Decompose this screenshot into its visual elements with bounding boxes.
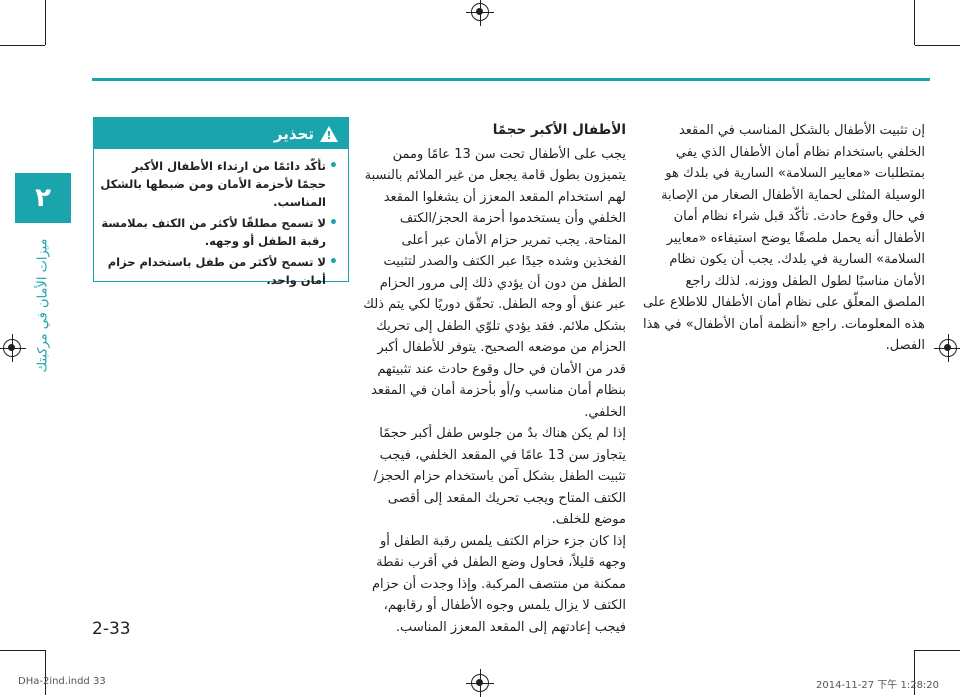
- footer-filename: DHa-2ind.indd 33: [18, 676, 106, 687]
- warning-item: لا تسمح لأكثر من طفل باستخدام حزام أمان …: [100, 253, 338, 289]
- warning-list: تأكّد دائمًا من ارتداء الأطفال الأكبر حج…: [94, 149, 348, 289]
- chapter-number: ٢: [35, 183, 51, 213]
- middle-column: الأطفال الأكبر حجمًا يجب على الأطفال تحت…: [361, 120, 626, 638]
- body-paragraph: إن تثبيت الأطفال بالشكل المناسب في المقع…: [642, 123, 925, 353]
- crop-mark: [914, 650, 915, 695]
- section-heading: الأطفال الأكبر حجمًا: [492, 122, 626, 138]
- crop-mark: [914, 0, 915, 45]
- warning-triangle-icon: !: [320, 125, 338, 142]
- crop-mark: [915, 650, 960, 651]
- crop-mark: [915, 45, 960, 46]
- crop-mark: [0, 45, 45, 46]
- warning-box: تحذير ! تأكّد دائمًا من ارتداء الأطفال ا…: [93, 117, 349, 287]
- crop-mark: [45, 0, 46, 45]
- warning-item: لا تسمح مطلقًا لأكثر من الكتف بملامسة رق…: [100, 214, 338, 250]
- crop-mark: [45, 650, 46, 695]
- right-column: إن تثبيت الأطفال بالشكل المناسب في المقع…: [640, 120, 925, 357]
- registration-mark-icon: [0, 334, 26, 362]
- registration-mark-icon: [466, 0, 494, 26]
- chapter-side-title-text: ميزات الأمان في مركبتك: [35, 238, 51, 372]
- registration-mark-icon: [466, 669, 494, 697]
- page-number: 2-33: [92, 619, 131, 639]
- body-paragraph: إذا لم يكن هناك بدٌ من جلوس طفل أكبر حجم…: [373, 426, 626, 527]
- chapter-tab: ٢: [15, 173, 71, 223]
- warning-header: تحذير !: [94, 118, 348, 149]
- warning-title: تحذير: [273, 124, 314, 143]
- header-rule: [92, 78, 930, 81]
- body-paragraph: إذا كان جزء حزام الكتف يلمس رقبة الطفل أ…: [371, 533, 626, 635]
- crop-mark: [0, 650, 45, 651]
- warning-item: تأكّد دائمًا من ارتداء الأطفال الأكبر حج…: [100, 157, 338, 211]
- body-paragraph: يجب على الأطفال تحت سن 13 عامًا وممن يتم…: [363, 146, 626, 420]
- registration-mark-icon: [934, 334, 960, 362]
- footer-timestamp: 2014-11-27 下午 1:28:20: [816, 680, 940, 691]
- chapter-side-title: ميزات الأمان في مركبتك: [18, 238, 68, 372]
